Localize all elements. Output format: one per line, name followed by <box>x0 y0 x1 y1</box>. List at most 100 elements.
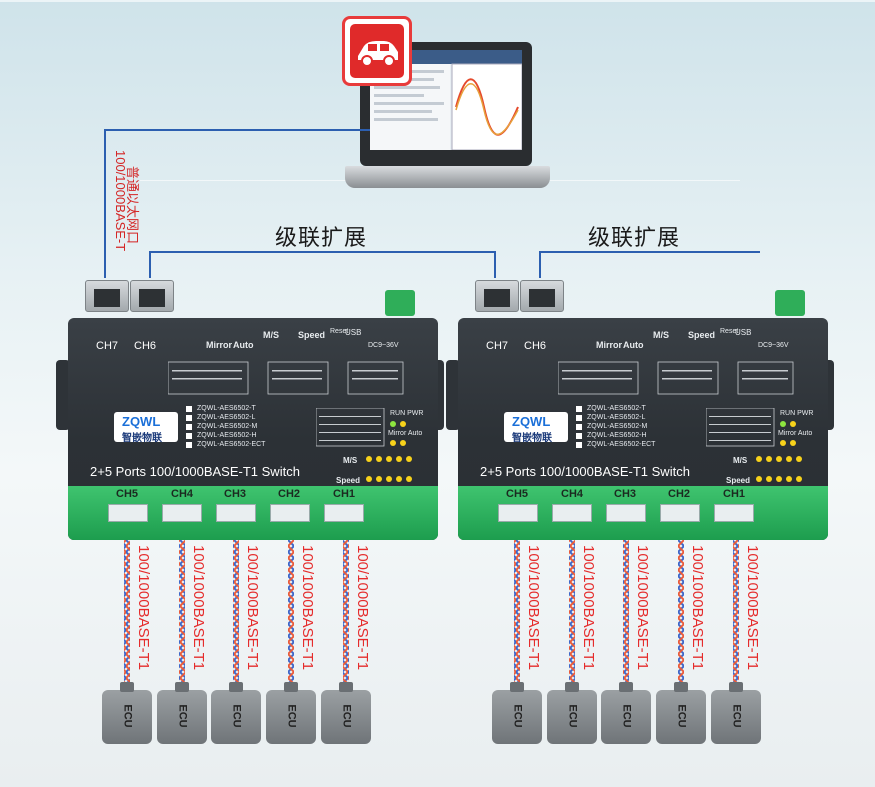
t1-connector <box>714 504 754 522</box>
label-auto: Auto <box>233 340 254 350</box>
ecu-module: ECU <box>547 682 597 744</box>
t1-connector <box>270 504 310 522</box>
t1-connector <box>162 504 202 522</box>
t1-label-ch3: CH3 <box>614 488 637 500</box>
label-power: DC9~36V <box>758 342 789 349</box>
ecu-label: ECU <box>566 704 579 728</box>
mount-ear <box>56 360 70 430</box>
model-item: ZQWL-AES6502-T <box>186 404 265 413</box>
cable-label: 100/1000BASE-T1 <box>190 545 207 671</box>
t1-connector <box>108 504 148 522</box>
label-ms: M/S <box>653 330 670 340</box>
ecu-module: ECU <box>266 682 316 744</box>
t1-label-ch1: CH1 <box>723 488 746 500</box>
heading-right: 级联扩展 <box>588 226 681 251</box>
car-icon <box>358 41 398 67</box>
rj45-port-ch6 <box>130 280 174 312</box>
port-label-ch6: CH6 <box>134 340 157 352</box>
led-row-ms <box>366 456 412 462</box>
cable-label: 100/1000BASE-T1 <box>244 545 261 671</box>
label-reset: Reset <box>720 328 739 335</box>
t1-connector <box>498 504 538 522</box>
cable-label: 100/1000BASE-T1 <box>354 545 371 671</box>
model-item: ZQWL-AES6502-ECT <box>576 440 655 449</box>
cable-label: 100/1000BASE-T1 <box>744 545 761 671</box>
switch-right: CH7 CH6 Mirror Auto M/S Speed Reset USB … <box>458 318 828 540</box>
label-usb: USB <box>345 328 362 337</box>
led-row-mirror <box>780 440 796 446</box>
ecu-label: ECU <box>230 704 243 728</box>
ecu-module: ECU <box>211 682 261 744</box>
model-item: ZQWL-AES6502-L <box>576 413 655 422</box>
cable-label: 100/1000BASE-T1 <box>135 545 152 671</box>
led-row-speed <box>756 476 802 482</box>
ecu-label: ECU <box>340 704 353 728</box>
label-speed: Speed <box>688 330 716 340</box>
label-mirror-auto: Mirror Auto <box>778 430 813 437</box>
t1-connector <box>660 504 700 522</box>
t1-connector <box>606 504 646 522</box>
ecu-module: ECU <box>492 682 542 744</box>
cable-label: 100/1000BASE-T1 <box>689 545 706 671</box>
car-icon-badge <box>342 16 412 86</box>
rj45-port-ch7 <box>475 280 519 312</box>
cable-label: 100/1000BASE-T1 <box>580 545 597 671</box>
model-item: ZQWL-AES6502-L <box>186 413 265 422</box>
ecu-label: ECU <box>176 704 189 728</box>
label-ms-led: M/S <box>733 456 748 465</box>
led-table <box>316 408 385 447</box>
label-speed: Speed <box>298 330 326 340</box>
label-run-pwr: RUN PWR <box>780 410 814 417</box>
cable-label: 100/1000BASE-T1 <box>634 545 651 671</box>
t1-label-ch4: CH4 <box>561 488 584 500</box>
switch-left: CH7 CH6 Mirror Auto M/S Speed Reset USB … <box>68 318 438 540</box>
spec-table <box>558 361 794 395</box>
label-ms-led: M/S <box>343 456 358 465</box>
t1-label-ch2: CH2 <box>278 488 301 500</box>
ecu-module: ECU <box>711 682 761 744</box>
ecu-label: ECU <box>511 704 524 728</box>
model-item: ZQWL-AES6502-ECT <box>186 440 265 449</box>
label-usb: USB <box>735 328 752 337</box>
ecu-label: ECU <box>285 704 298 728</box>
t1-connector <box>324 504 364 522</box>
oscilloscope-graph <box>370 50 522 150</box>
spec-table <box>168 361 404 395</box>
model-item: ZQWL-AES6502-M <box>186 422 265 431</box>
label-mirror: Mirror <box>206 340 233 350</box>
model-list: ZQWL-AES6502-T ZQWL-AES6502-L ZQWL-AES65… <box>576 404 655 449</box>
label-power: DC9~36V <box>368 342 399 349</box>
t1-label-ch2: CH2 <box>668 488 691 500</box>
model-item: ZQWL-AES6502-M <box>576 422 655 431</box>
port-label-ch6: CH6 <box>524 340 547 352</box>
zqwl-logo: ZQWL 智嵌物联 <box>504 412 568 444</box>
ecu-module: ECU <box>321 682 371 744</box>
ecu-label: ECU <box>121 704 134 728</box>
ecu-module: ECU <box>601 682 651 744</box>
label-speed-led: Speed <box>726 476 751 485</box>
t1-label-ch4: CH4 <box>171 488 194 500</box>
ecu-label: ECU <box>675 704 688 728</box>
led-row-mirror <box>390 440 406 446</box>
logo-sub: 智嵌物联 <box>512 433 552 444</box>
cable-label: 100/1000BASE-T1 <box>525 545 542 671</box>
rj45-port-ch7 <box>85 280 129 312</box>
port-label-ch7: CH7 <box>486 340 509 352</box>
ecu-module: ECU <box>157 682 207 744</box>
switch-title: 2+5 Ports 100/1000BASE-T1 Switch <box>90 464 300 479</box>
t1-label-ch1: CH1 <box>333 488 356 500</box>
cable-label: 100/1000BASE-T1 <box>299 545 316 671</box>
label-reset: Reset <box>330 328 349 335</box>
port-label-ch7: CH7 <box>96 340 119 352</box>
model-list: ZQWL-AES6502-T ZQWL-AES6502-L ZQWL-AES65… <box>186 404 265 449</box>
t1-label-ch3: CH3 <box>224 488 247 500</box>
label-mirror: Mirror <box>596 340 623 350</box>
label-mirror-auto: Mirror Auto <box>388 430 423 437</box>
led-row-speed <box>366 476 412 482</box>
label-ms: M/S <box>263 330 280 340</box>
logo-text: ZQWL <box>512 414 551 429</box>
t1-port-strip: CH5 CH4 CH3 CH2 CH1 <box>458 486 828 540</box>
ecu-label: ECU <box>730 704 743 728</box>
label-speed-led: Speed <box>336 476 361 485</box>
